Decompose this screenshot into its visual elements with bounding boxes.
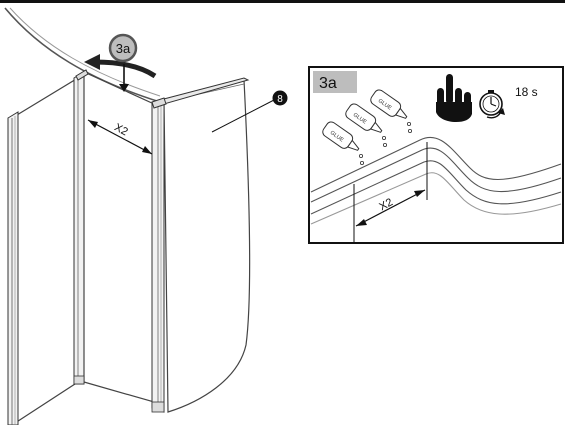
curved-tray-edge-inner bbox=[9, 7, 161, 97]
dimension-label: X2 bbox=[112, 121, 130, 138]
rotation-arrow bbox=[84, 54, 157, 79]
glue-bottle-icon: GLUE bbox=[370, 89, 412, 133]
stopwatch-icon bbox=[479, 90, 505, 119]
detail-panel: 3a X2 GLUE bbox=[308, 66, 564, 244]
glue-bottle-icon: GLUE bbox=[322, 121, 364, 165]
shower-enclosure-view bbox=[7, 69, 251, 427]
detail-frame bbox=[308, 66, 564, 244]
center-left-profile bbox=[73, 71, 85, 385]
part-number-badge: 8 bbox=[272, 90, 288, 106]
step-badge-label: 3a bbox=[116, 41, 131, 56]
left-glass-panel bbox=[11, 76, 79, 427]
part-number-label: 8 bbox=[277, 94, 283, 105]
time-label: 18 s bbox=[515, 85, 538, 99]
dimension-x2-detail: X2 bbox=[353, 142, 428, 242]
dimension-x2-main: X2 bbox=[87, 119, 153, 155]
curved-glass-panel bbox=[163, 79, 251, 413]
detail-dimension-label: X2 bbox=[377, 196, 395, 213]
part-leader-line bbox=[211, 99, 275, 133]
glue-bottle-icon: GLUE bbox=[345, 103, 387, 147]
step-badge-main: 3a bbox=[108, 33, 138, 63]
curved-tray-edge bbox=[4, 7, 161, 103]
detail-step-label: 3a bbox=[319, 75, 337, 92]
left-wall-profile bbox=[7, 111, 19, 426]
profile-section bbox=[310, 136, 562, 225]
detail-step-tag bbox=[313, 71, 357, 93]
press-hand-icon bbox=[436, 74, 472, 122]
